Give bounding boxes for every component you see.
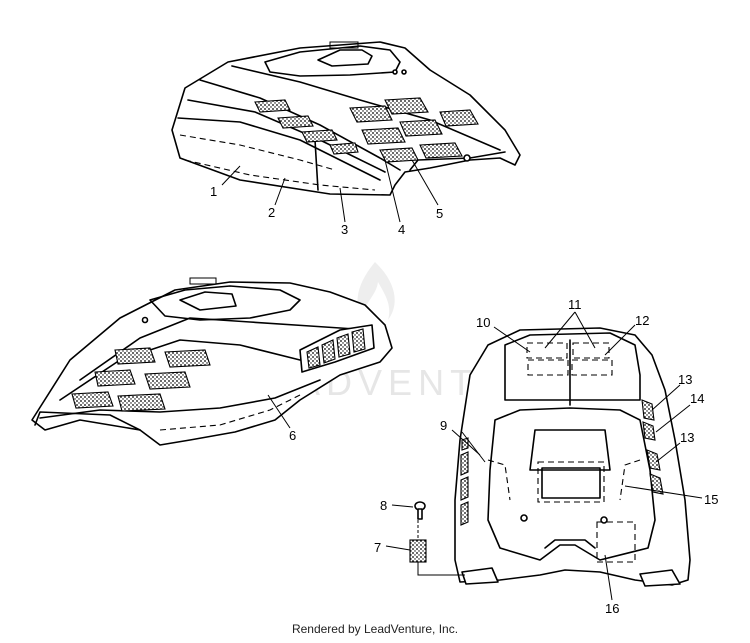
hood-rear-view bbox=[31, 277, 393, 446]
callout-13-lower: 13 bbox=[680, 430, 694, 445]
callout-11: 11 bbox=[568, 297, 582, 312]
callout-8: 8 bbox=[380, 498, 387, 513]
callout-2: 2 bbox=[268, 205, 275, 220]
callout-5: 5 bbox=[436, 206, 443, 221]
credit-line: Rendered by LeadVenture, Inc. bbox=[291, 622, 459, 636]
callout-4: 4 bbox=[398, 222, 405, 237]
callout-3: 3 bbox=[341, 222, 348, 237]
leaders-top bbox=[221, 159, 439, 223]
callout-14: 14 bbox=[690, 391, 704, 406]
callout-13-upper: 13 bbox=[678, 372, 692, 387]
side-vents-left bbox=[460, 437, 469, 526]
callout-9: 9 bbox=[440, 418, 447, 433]
callout-1: 1 bbox=[210, 184, 217, 199]
callout-10: 10 bbox=[476, 315, 490, 330]
vent-grille-left bbox=[254, 99, 359, 155]
hood-front-view bbox=[454, 327, 691, 587]
fastener-8 bbox=[414, 501, 426, 520]
side-vent bbox=[299, 324, 375, 373]
callout-16: 16 bbox=[605, 601, 619, 616]
side-vents-right bbox=[641, 399, 664, 495]
vent-grille-rear bbox=[71, 347, 211, 412]
screen-7 bbox=[409, 520, 465, 576]
callout-labels: 1 2 3 4 5 6 7 8 9 10 11 12 13 14 13 15 1… bbox=[210, 184, 718, 616]
leaders-right bbox=[385, 311, 703, 601]
leader-6 bbox=[267, 394, 291, 429]
callout-15: 15 bbox=[704, 492, 718, 507]
hood-top-view bbox=[171, 41, 521, 196]
callout-7: 7 bbox=[374, 540, 381, 555]
vent-grille-right bbox=[349, 97, 479, 163]
callout-6: 6 bbox=[289, 428, 296, 443]
callout-12: 12 bbox=[635, 313, 649, 328]
